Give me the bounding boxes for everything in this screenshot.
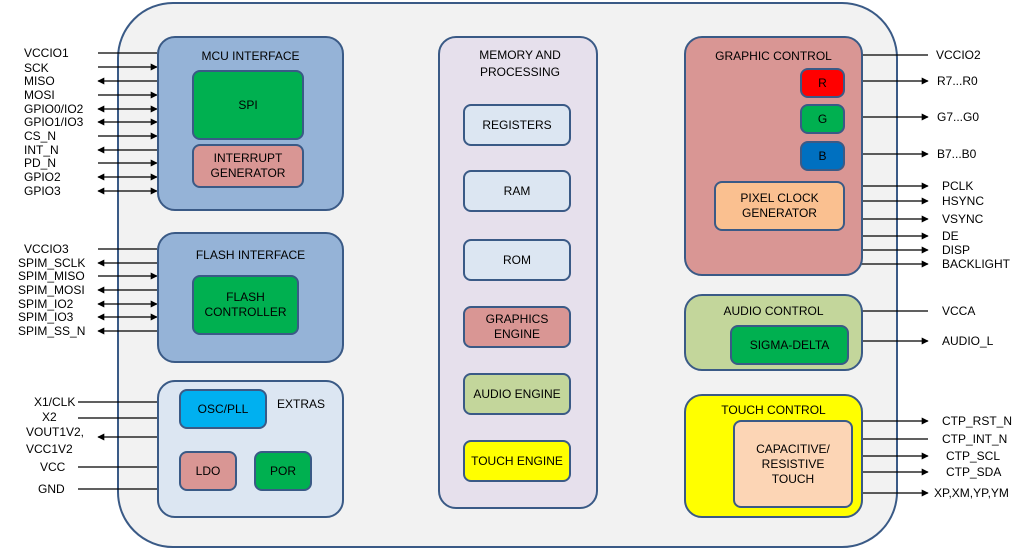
pin-vccio1: VCCIO1 [24, 46, 69, 60]
pin-spim-sclk: SPIM_SCLK [18, 256, 86, 270]
sigma-delta-block: SIGMA-DELTA [730, 325, 849, 365]
touch-engine-block: TOUCH ENGINE [463, 440, 571, 482]
pin-vout1v2: VOUT1V2, [26, 425, 85, 439]
memory-processing-block: MEMORY AND PROCESSING REGISTERS RAM ROM … [438, 36, 598, 509]
pin-int-n: INT_N [24, 143, 59, 157]
pin-mosi: MOSI [24, 88, 55, 102]
flash-interface-title: FLASH INTERFACE [195, 248, 306, 262]
red-channel-block: R [800, 68, 845, 98]
mcu-interface-title: MCU INTERFACE [201, 49, 300, 63]
memory-processing-title: MEMORY AND PROCESSING [479, 48, 561, 79]
pin-vcc1v2: VCC1V2 [26, 442, 73, 456]
pin-gpio1-io3: GPIO1/IO3 [24, 115, 84, 129]
pin-vccio2: VCCIO2 [936, 48, 981, 62]
pin-g7-g0: G7...G0 [937, 110, 980, 124]
pin-spim-io2: SPIM_IO2 [18, 297, 74, 311]
osc-pll-block: OSC/PLL [179, 389, 267, 429]
pin-spim-io3: SPIM_IO3 [18, 310, 74, 324]
pin-gnd: GND [38, 482, 65, 496]
ram-block: RAM [463, 170, 571, 212]
flash-interface-block: FLASH INTERFACE FLASH CONTROLLER [157, 232, 344, 363]
pin-spim-ss-n: SPIM_SS_N [18, 324, 86, 338]
pixel-clock-generator-block: PIXEL CLOCK GENERATOR [714, 181, 845, 231]
blue-channel-block: B [800, 141, 845, 171]
pin-ctp-rst-n: CTP_RST_N [942, 414, 1013, 428]
flash-controller-block: FLASH CONTROLLER [192, 275, 299, 335]
graphics-engine-block: GRAPHICS ENGINE [463, 306, 571, 348]
pin-x1-clk: X1/CLK [34, 395, 76, 409]
pin-audio-l: AUDIO_L [942, 334, 994, 348]
pin-hsync: HSYNC [942, 194, 985, 208]
green-channel-block: G [800, 104, 845, 134]
pin-gpio2: GPIO2 [24, 170, 61, 184]
pin-xp-xm-yp-ym: XP,XM,YP,YM [934, 486, 1009, 500]
audio-control-title: AUDIO CONTROL [723, 304, 824, 318]
capacitive-resistive-touch-block: CAPACITIVE/ RESISTIVE TOUCH [733, 420, 853, 508]
pin-ctp-int-n: CTP_INT_N [942, 432, 1008, 446]
pin-pd-n: PD_N [24, 156, 57, 170]
interrupt-generator-block: INTERRUPT GENERATOR [192, 144, 304, 188]
rom-block: ROM [463, 239, 571, 281]
por-block: POR [254, 451, 312, 491]
mcu-interface-block: MCU INTERFACE SPI INTERRUPT GENERATOR [157, 36, 344, 211]
pin-ctp-scl: CTP_SCL [946, 449, 1001, 463]
pin-gpio0-io2: GPIO0/IO2 [24, 102, 84, 116]
pin-x2: X2 [42, 410, 57, 424]
pin-disp: DISP [942, 243, 971, 257]
audio-engine-block: AUDIO ENGINE [463, 373, 571, 415]
touch-control-title: TOUCH CONTROL [721, 403, 826, 417]
pin-vcc: VCC [40, 460, 66, 474]
pin-vsync: VSYNC [942, 212, 984, 226]
pin-spim-mosi: SPIM_MOSI [18, 283, 85, 297]
pin-backlight: BACKLIGHT [942, 257, 1011, 271]
pin-cs-n: CS_N [24, 129, 57, 143]
pin-b7-b0: B7...B0 [937, 147, 977, 161]
pin-spim-miso: SPIM_MISO [18, 269, 85, 283]
pin-sck: SCK [24, 61, 49, 75]
touch-control-block: TOUCH CONTROL CAPACITIVE/ RESISTIVE TOUC… [684, 394, 863, 518]
graphic-control-block: GRAPHIC CONTROL R G B PIXEL CLOCK GENERA… [684, 36, 863, 276]
pin-pclk: PCLK [942, 179, 974, 193]
audio-control-block: AUDIO CONTROL SIGMA-DELTA [684, 294, 863, 371]
extras-title: EXTRAS [276, 397, 325, 411]
pin-gpio3: GPIO3 [24, 184, 61, 198]
ldo-block: LDO [179, 451, 237, 491]
pin-miso: MISO [24, 74, 55, 88]
registers-block: REGISTERS [463, 104, 571, 146]
pin-ctp-sda: CTP_SDA [946, 465, 1002, 479]
pin-de: DE [942, 229, 959, 243]
pin-r7-r0: R7...R0 [937, 74, 978, 88]
spi-block: SPI [192, 70, 304, 140]
extras-block: EXTRAS OSC/PLL LDO POR [157, 380, 344, 518]
graphic-control-title: GRAPHIC CONTROL [715, 49, 832, 63]
pin-vccio3: VCCIO3 [24, 242, 69, 256]
pin-vcca: VCCA [942, 304, 976, 318]
